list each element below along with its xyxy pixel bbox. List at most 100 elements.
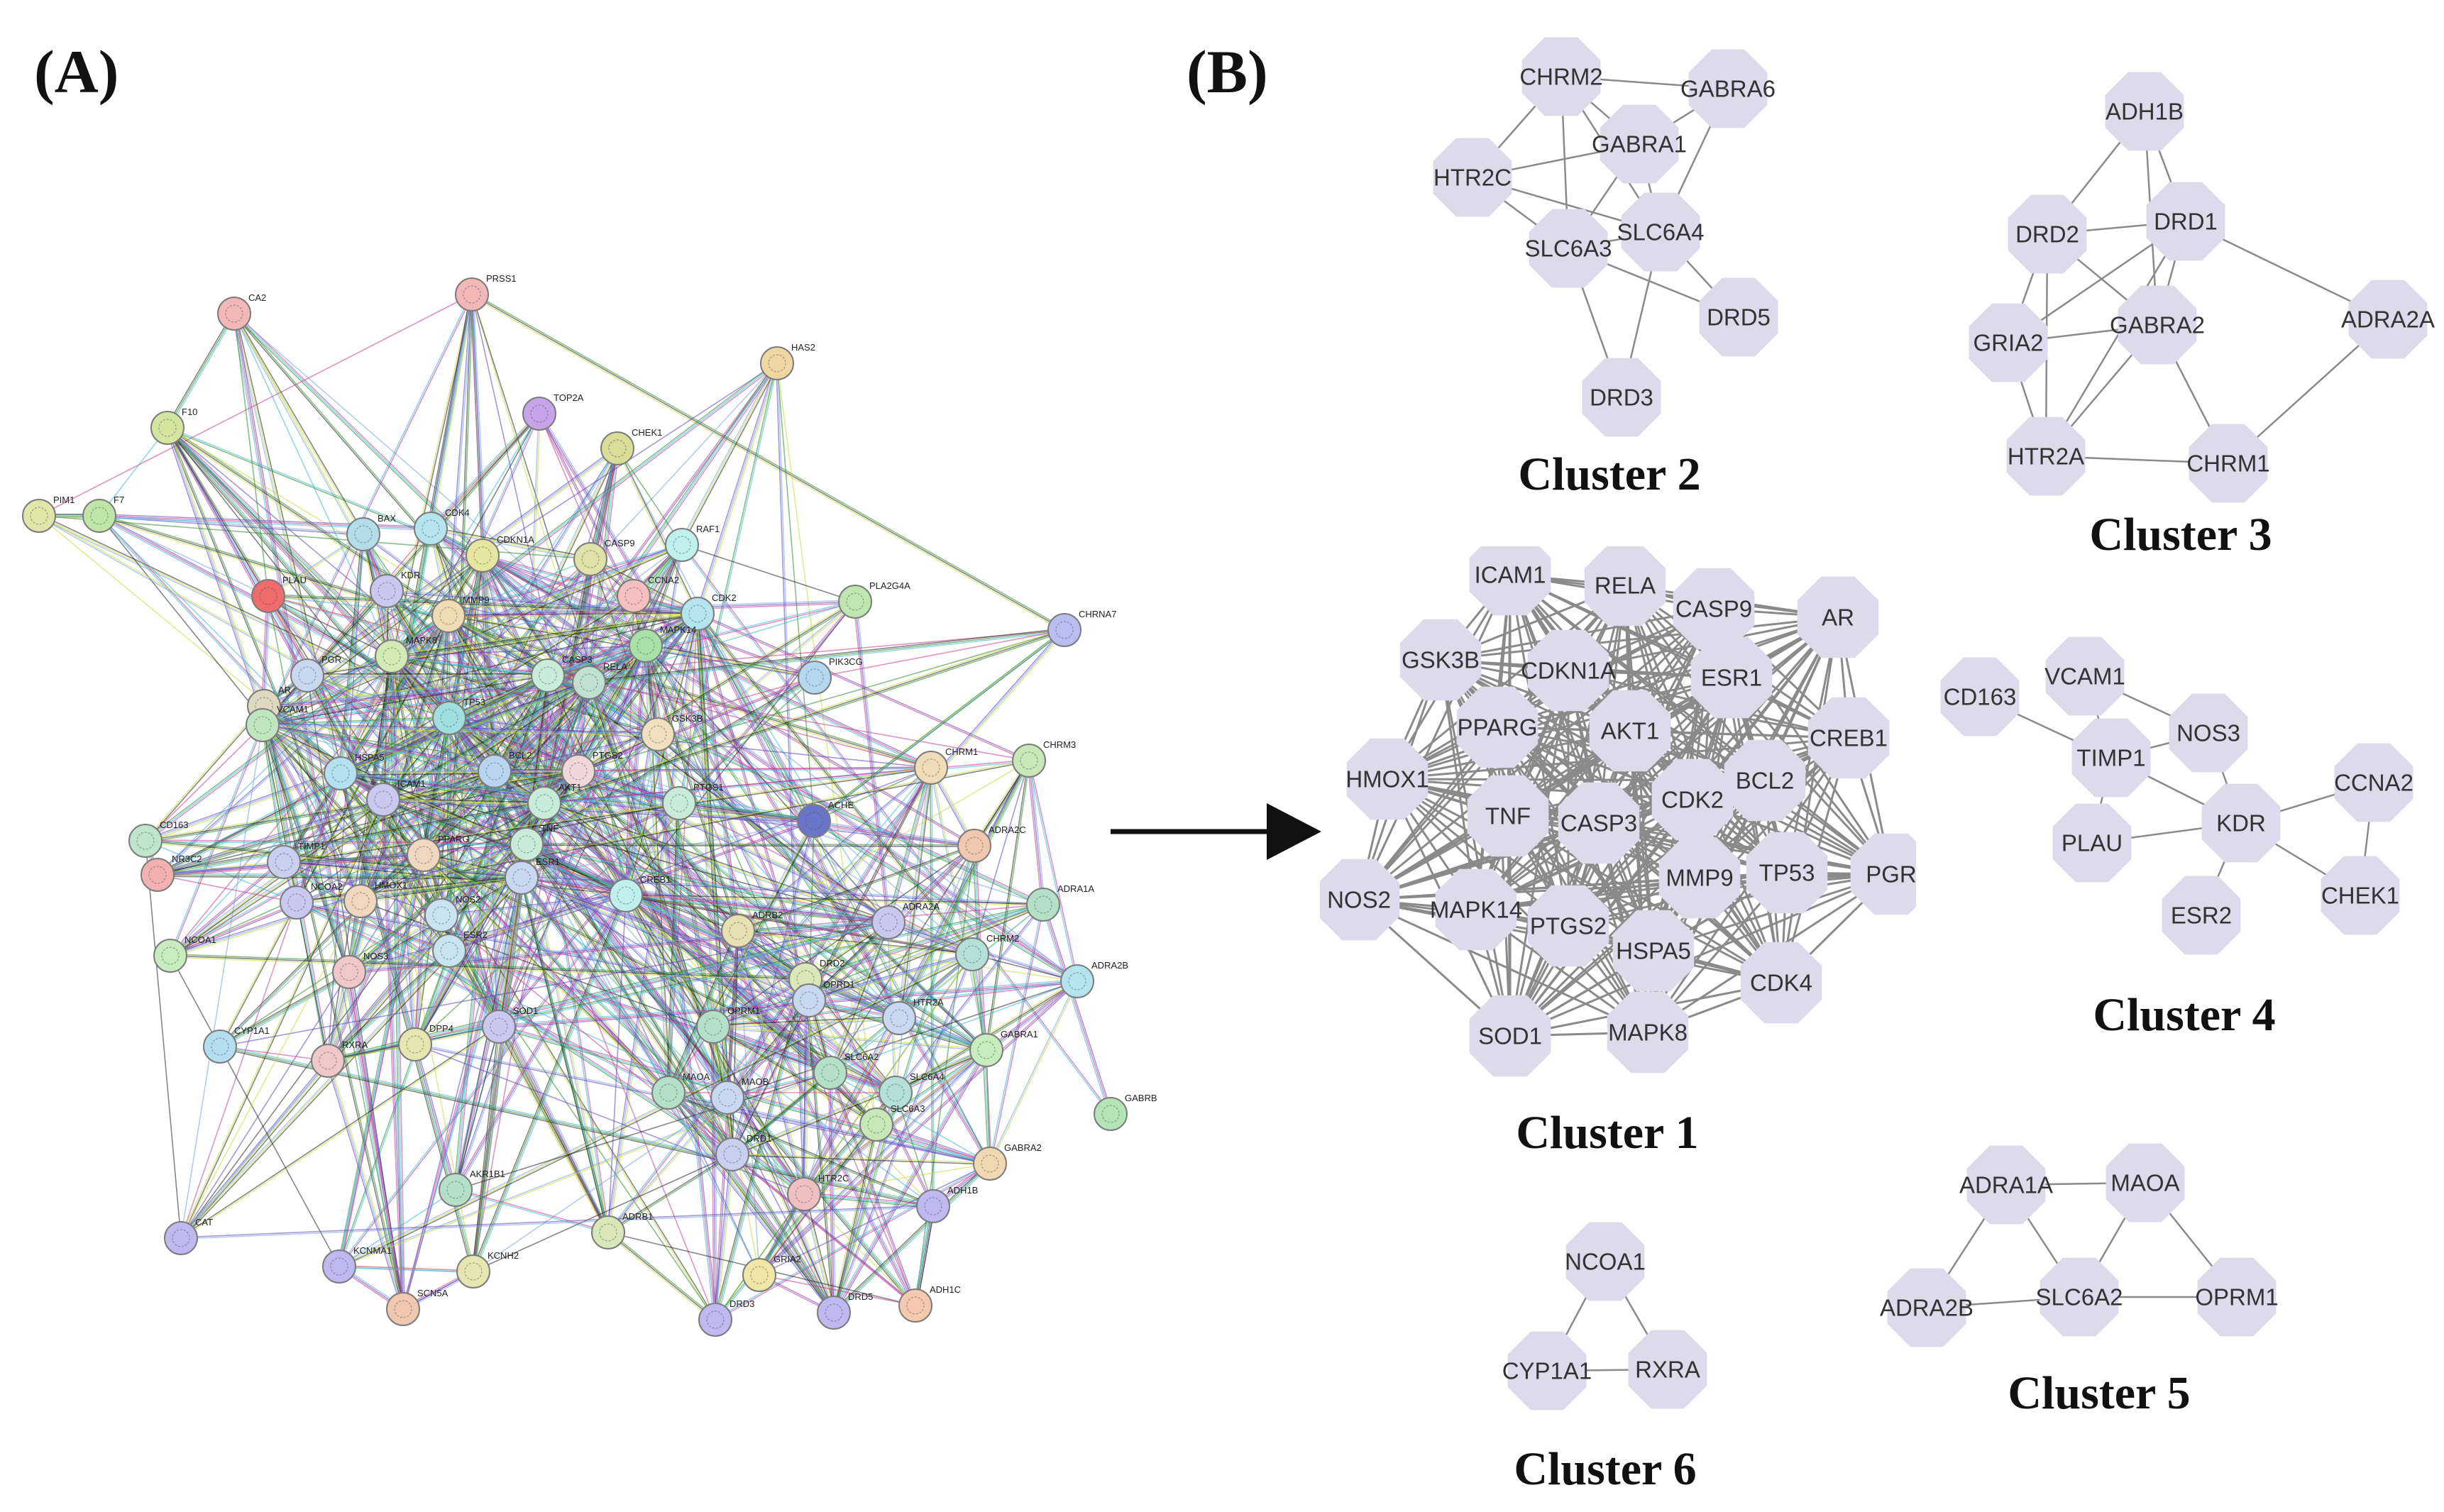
ppi-node-circle xyxy=(217,297,251,331)
ppi-node-circle xyxy=(760,346,794,380)
ppi-edge xyxy=(809,922,890,1002)
ppi-node-structure xyxy=(512,868,531,887)
ppi-node-structure xyxy=(723,1145,742,1164)
cluster-node: CD163 xyxy=(1940,657,2020,736)
octagon-node xyxy=(1399,619,1482,701)
ppi-edge xyxy=(894,903,1043,1093)
ppi-node-structure xyxy=(432,906,451,925)
ppi-edge xyxy=(473,1154,733,1272)
octagon-node xyxy=(1582,358,1661,437)
ppi-node-label: OPRD1 xyxy=(823,979,855,990)
ppi-node-label: RAF1 xyxy=(696,524,720,534)
ppi-edge xyxy=(349,971,404,1309)
ppi-node-structure xyxy=(879,913,898,932)
ppi-edge xyxy=(813,767,932,822)
ppi-edge xyxy=(698,363,779,614)
ppi-node-label: ADH1C xyxy=(930,1284,961,1295)
ppi-edge xyxy=(833,1049,987,1313)
ppi-edge xyxy=(456,895,628,1191)
ppi-edge xyxy=(829,1073,915,1306)
ppi-edge xyxy=(727,981,1078,1098)
ppi-edge xyxy=(626,893,889,922)
ppi-edge xyxy=(296,876,522,902)
ppi-node-structure xyxy=(161,947,180,965)
ppi-edge xyxy=(834,1164,992,1315)
ppi-node-structure xyxy=(414,846,433,864)
octagon-node xyxy=(1529,209,1608,288)
ppi-edge xyxy=(712,1026,716,1320)
ppi-edge xyxy=(180,799,383,1238)
ppi-node-circle xyxy=(973,1147,1007,1181)
ppi-node-circle xyxy=(478,754,512,788)
ppi-node: AKT1 xyxy=(527,782,582,820)
ppi-edge xyxy=(578,766,931,771)
ppi-edge xyxy=(527,842,901,1017)
ppi-edge xyxy=(262,613,698,726)
octagon-node xyxy=(1673,568,1755,650)
ppi-node-label: HSPA5 xyxy=(355,752,385,763)
ppi-node-circle xyxy=(882,1001,916,1035)
ppi-edge xyxy=(338,1189,456,1267)
ppi-edge xyxy=(589,559,646,647)
cluster-node: GABRA1 xyxy=(1592,104,1687,184)
cluster-edge xyxy=(1387,584,1626,780)
ppi-edge xyxy=(833,1124,877,1313)
ppi-node: PLA2G4A xyxy=(838,580,910,619)
ppi-node-circle xyxy=(311,1044,345,1078)
ppi-edge xyxy=(713,978,805,1320)
ppi-node-circle xyxy=(681,597,715,631)
ppi-edge xyxy=(453,894,625,1190)
ppi-node-circle xyxy=(1060,964,1094,998)
ppi-node-circle xyxy=(431,599,466,633)
ppi-edge xyxy=(99,515,269,597)
cluster-node: AKT1 xyxy=(1589,690,1671,772)
ppi-node-structure xyxy=(569,762,588,780)
ppi-node-label: SLC6A3 xyxy=(891,1103,925,1114)
ppi-edge xyxy=(547,558,591,676)
ppi-node-circle xyxy=(346,517,380,551)
ppi-node-structure xyxy=(463,285,481,304)
ppi-node-structure xyxy=(340,963,358,981)
cluster-node: GABRA6 xyxy=(1680,49,1776,128)
ppi-node-circle xyxy=(914,751,948,785)
cluster-node: ADRA2B xyxy=(1880,1268,1974,1347)
cluster-node: TIMP1 xyxy=(2071,718,2151,798)
ppi-edge xyxy=(340,774,544,805)
ppi-node-structure xyxy=(464,1262,483,1281)
octagon-node xyxy=(2189,424,2268,503)
ppi-node-circle xyxy=(641,717,675,751)
ppi-edge xyxy=(588,629,1065,683)
ppi-node-structure xyxy=(825,1303,843,1322)
ppi-node-structure xyxy=(886,1083,905,1102)
ppi-edge xyxy=(578,558,591,772)
ppi-edge xyxy=(732,1153,991,1164)
ppi-node: KDR xyxy=(370,570,420,608)
octagon-node xyxy=(1969,303,2048,382)
ppi-node-label: CDK4 xyxy=(445,507,470,518)
cluster-node-label: HMOX1 xyxy=(1345,766,1429,793)
cluster-node: CASP9 xyxy=(1673,568,1755,650)
ppi-node: TIMP1 xyxy=(267,841,325,879)
ppi-edge xyxy=(499,982,1078,1029)
ppi-edge xyxy=(348,972,403,1310)
cluster-node: OPRM1 xyxy=(2195,1257,2279,1337)
ppi-edge xyxy=(805,1193,836,1313)
ppi-edge xyxy=(470,295,1064,632)
cluster-node: NOS2 xyxy=(1320,859,1400,941)
ppi-edge xyxy=(669,803,681,1093)
ppi-node-circle xyxy=(324,756,358,790)
ppi-node: F7 xyxy=(82,495,124,533)
ppi-node-structure xyxy=(90,507,109,525)
ppi-edge xyxy=(170,800,385,958)
cluster-node: HTR2C xyxy=(1433,138,1512,217)
ppi-edge xyxy=(803,1000,810,1195)
ppi-edge xyxy=(448,601,856,617)
ppi-edge xyxy=(876,1050,988,1126)
ppi-node-structure xyxy=(490,1017,508,1036)
ppi-node-structure xyxy=(800,991,818,1010)
ppi-edge xyxy=(144,680,589,840)
ppi-node: GABRA1 xyxy=(969,1029,1038,1067)
ppi-edge xyxy=(681,544,856,602)
